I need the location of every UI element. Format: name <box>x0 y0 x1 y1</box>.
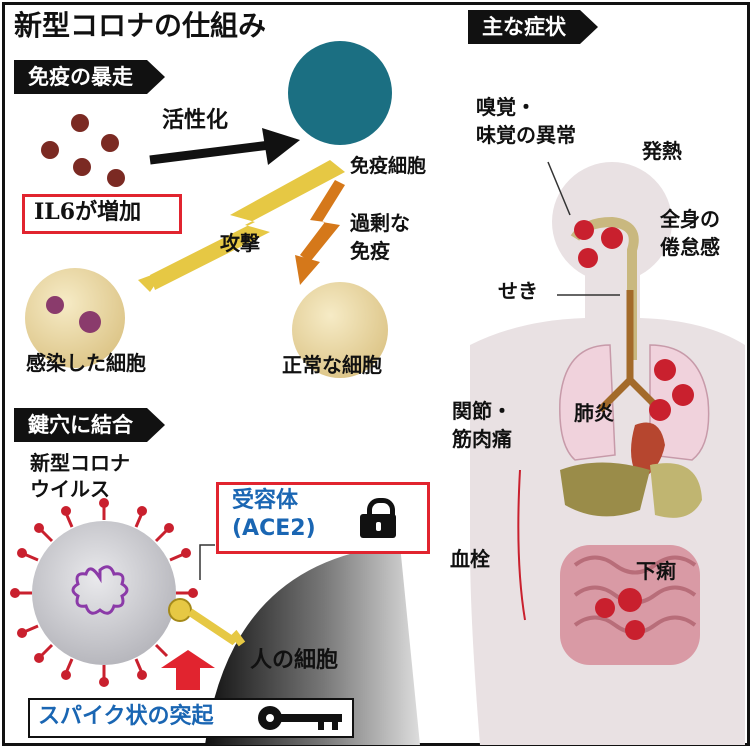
label-il6: IL6が増加 <box>34 199 142 225</box>
label-human-cell: 人の細胞 <box>250 648 339 673</box>
label-immune-cell: 免疫細胞 <box>350 155 427 177</box>
infected-cell <box>25 268 125 368</box>
lock-icon <box>360 498 396 538</box>
label-activation: 活性化 <box>162 108 229 133</box>
receptor-leader <box>199 544 215 580</box>
label-spike: スパイク状の突起 <box>38 704 214 729</box>
intestines <box>560 545 700 665</box>
label-receptor-2: (ACE2) <box>232 516 316 541</box>
label-excess-immunity-1: 過剰な <box>350 211 410 235</box>
label-pneumonia: 肺炎 <box>574 401 614 425</box>
stomach <box>650 463 702 518</box>
label-joint-2: 筋肉痛 <box>452 427 512 451</box>
label-normal-cell: 正常な細胞 <box>282 353 382 377</box>
label-fatigue-1: 全身の <box>660 207 720 231</box>
virus-particles <box>41 114 125 187</box>
nose-infection-spots <box>574 220 623 268</box>
label-receptor-1: 受容体 <box>232 488 299 513</box>
infection-spikes <box>46 296 101 333</box>
section-header-immune-runaway: 免疫の暴走 <box>14 60 165 94</box>
activation-arrow <box>149 140 271 165</box>
lungs <box>559 290 710 461</box>
section-header-symptoms: 主な症状 <box>468 10 598 44</box>
key-icon <box>258 706 344 730</box>
label-thrombus: 血栓 <box>450 547 490 571</box>
label-joint-1: 関節・ <box>452 399 512 423</box>
label-fatigue-2: 倦怠感 <box>660 235 720 259</box>
red-arrow <box>161 650 215 690</box>
immune-cell <box>288 41 392 145</box>
il6-box <box>22 194 182 234</box>
section-header-binding: 鍵穴に結合 <box>14 408 165 442</box>
label-infected-cell: 感染した細胞 <box>26 351 146 375</box>
label-virus-1: 新型コロナ <box>30 451 130 475</box>
normal-cell <box>292 282 388 378</box>
blood-vessel <box>517 469 526 621</box>
spike-key <box>168 598 246 647</box>
smell-leader <box>547 161 571 216</box>
label-excess-immunity-2: 免疫 <box>350 239 390 263</box>
label-fever: 発熱 <box>642 139 682 163</box>
human-cell-shape <box>205 545 420 745</box>
page-title: 新型コロナの仕組み <box>14 9 267 42</box>
liver <box>560 462 650 517</box>
label-virus-2: ウイルス <box>30 477 110 501</box>
label-attack: 攻撃 <box>220 231 260 255</box>
excess-immunity-bolt <box>300 180 345 262</box>
coronavirus-particle <box>10 498 198 687</box>
label-cough: せき <box>498 279 538 303</box>
label-diarrhea: 下痢 <box>636 559 676 583</box>
label-smell-taste-2: 味覚の異常 <box>476 123 576 147</box>
label-smell-taste-1: 嗅覚・ <box>476 95 536 119</box>
attack-bolt <box>150 160 345 290</box>
